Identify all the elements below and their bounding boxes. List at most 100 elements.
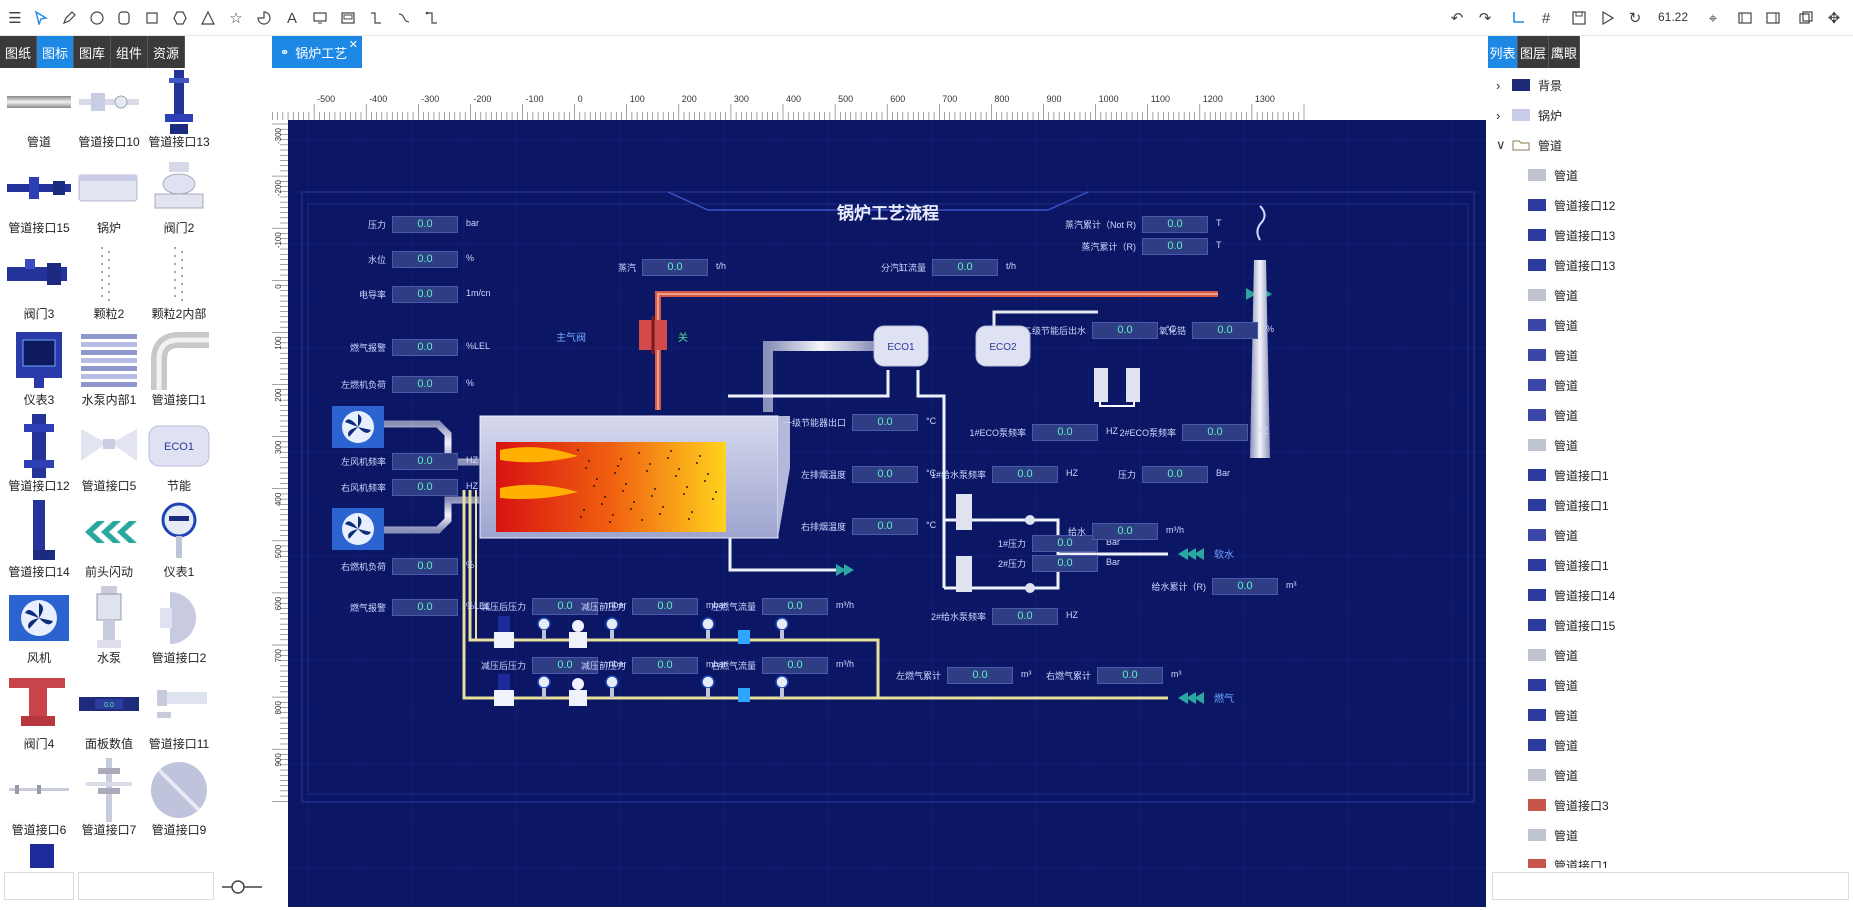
layer-item[interactable]: 管道接口14 bbox=[1528, 580, 1615, 610]
layer-item[interactable]: 管道接口13 bbox=[1528, 220, 1615, 250]
chevron-right-icon[interactable]: › bbox=[1496, 77, 1501, 93]
layer-item[interactable]: 管道 bbox=[1528, 820, 1578, 850]
tab-drawings[interactable]: 图纸 bbox=[0, 36, 37, 68]
search-input[interactable] bbox=[4, 872, 74, 900]
palette-item[interactable]: 管道接口6 bbox=[4, 756, 74, 842]
refresh-icon[interactable]: ↻ bbox=[1628, 10, 1642, 27]
palette-item[interactable]: 管道接口9 bbox=[144, 756, 214, 842]
image-tool-icon[interactable] bbox=[337, 7, 359, 29]
layer-item[interactable]: 管道 bbox=[1528, 280, 1578, 310]
palette-item[interactable]: 管道接口13 bbox=[144, 68, 214, 154]
size-slider[interactable] bbox=[220, 878, 264, 896]
palette-item[interactable]: 管道接口7 bbox=[74, 756, 144, 842]
play-icon[interactable] bbox=[1596, 7, 1618, 29]
rect-tool-icon[interactable] bbox=[141, 7, 163, 29]
tab-resources[interactable]: 资源 bbox=[148, 36, 185, 68]
layer-item[interactable]: 管道接口1 bbox=[1528, 550, 1609, 580]
palette-item[interactable]: 锅炉 bbox=[74, 154, 144, 240]
layer-item[interactable]: 管道 bbox=[1528, 310, 1578, 340]
layer-item[interactable]: 管道 bbox=[1528, 730, 1578, 760]
palette-item[interactable]: 水泵内部1 bbox=[74, 326, 144, 412]
layer-item[interactable]: 管道接口1 bbox=[1528, 460, 1609, 490]
layer-item[interactable]: 管道接口1 bbox=[1528, 490, 1609, 520]
filter-input[interactable] bbox=[78, 872, 214, 900]
palette-item[interactable]: 仪表3 bbox=[4, 326, 74, 412]
menu-icon[interactable]: ☰ bbox=[8, 10, 22, 27]
layer-item[interactable]: 管道接口12 bbox=[1528, 190, 1615, 220]
layer-item[interactable]: 管道 bbox=[1528, 340, 1578, 370]
palette-item[interactable]: 管道 bbox=[4, 68, 74, 154]
layer-item[interactable]: 管道 bbox=[1528, 520, 1578, 550]
palette-item[interactable]: 阀门3 bbox=[4, 240, 74, 326]
pen-tool-icon[interactable] bbox=[58, 7, 80, 29]
redo-icon[interactable]: ↷ bbox=[1478, 10, 1492, 27]
boiler[interactable] bbox=[479, 415, 790, 539]
palette-item[interactable]: 阀门2 bbox=[144, 154, 214, 240]
right-fan[interactable] bbox=[332, 508, 384, 550]
layer-item[interactable]: ›锅炉 bbox=[1496, 100, 1562, 130]
grid-icon[interactable]: # bbox=[1541, 9, 1551, 27]
layer-item[interactable]: 管道接口3 bbox=[1528, 790, 1609, 820]
doc-tab[interactable]: ⚭ 锅炉工艺 ✕ bbox=[272, 36, 362, 68]
undo-icon[interactable]: ↶ bbox=[1450, 10, 1464, 27]
palette-item[interactable]: 管道接口1 bbox=[144, 326, 214, 412]
tab-eagle-eye[interactable]: 鹰眼 bbox=[1549, 36, 1580, 68]
palette-item[interactable]: 管道接口5 bbox=[74, 412, 144, 498]
layer-item[interactable]: ›背景 bbox=[1496, 70, 1562, 100]
layer-item[interactable]: 管道 bbox=[1528, 400, 1578, 430]
tab-list[interactable]: 列表 bbox=[1488, 36, 1518, 68]
eco-pumps[interactable] bbox=[1094, 368, 1140, 407]
palette-item[interactable]: 0.0 面板数值 bbox=[74, 670, 144, 756]
layer-item[interactable]: 管道 bbox=[1528, 700, 1578, 730]
palette-item[interactable]: 颗粒2内部 bbox=[144, 240, 214, 326]
eco2[interactable]: ECO2 bbox=[975, 325, 1031, 367]
connect-mode-icon[interactable] bbox=[1507, 7, 1529, 29]
zoom-level[interactable]: 61.22 bbox=[1658, 10, 1689, 24]
palette-item[interactable]: 管道接口12 bbox=[4, 412, 74, 498]
tab-layers[interactable]: 图层 bbox=[1518, 36, 1549, 68]
palette-item[interactable]: 仪表1 bbox=[144, 498, 214, 584]
layer-item[interactable]: 管道 bbox=[1528, 430, 1578, 460]
chevron-down-icon[interactable]: ∨ bbox=[1496, 137, 1506, 152]
close-icon[interactable]: ✕ bbox=[348, 39, 358, 51]
layer-item[interactable]: 管道 bbox=[1528, 760, 1578, 790]
circle-tool-icon[interactable] bbox=[86, 7, 108, 29]
fullscreen-icon[interactable]: ✥ bbox=[1827, 10, 1841, 27]
palette-item[interactable]: 阀门4 bbox=[4, 670, 74, 756]
star-tool-icon[interactable]: ☆ bbox=[229, 10, 243, 27]
text-tool-icon[interactable]: A bbox=[286, 9, 297, 27]
center-target-icon[interactable]: ⌖ bbox=[1708, 9, 1718, 27]
tab-components[interactable]: 组件 bbox=[111, 36, 148, 68]
palette-item[interactable]: 颗粒2 bbox=[74, 240, 144, 326]
layer-item[interactable]: ∨管道 bbox=[1496, 130, 1562, 160]
eco1[interactable]: ECO1 bbox=[873, 325, 929, 367]
palette-item[interactable]: 管道接口11 bbox=[144, 670, 214, 756]
feed-pumps[interactable] bbox=[956, 494, 1035, 593]
pie-tool-icon[interactable] bbox=[253, 7, 275, 29]
layer-item[interactable]: 管道接口15 bbox=[1528, 610, 1615, 640]
palette-item[interactable]: 管道接口15 bbox=[4, 154, 74, 240]
left-panel-toggle-icon[interactable] bbox=[1734, 7, 1756, 29]
layer-search-input[interactable] bbox=[1492, 872, 1849, 900]
palette-item[interactable]: 管道接口2 bbox=[144, 584, 214, 670]
layer-item[interactable]: 管道 bbox=[1528, 640, 1578, 670]
hexagon-tool-icon[interactable] bbox=[169, 7, 191, 29]
curve-tool-icon[interactable] bbox=[393, 7, 415, 29]
palette-item[interactable]: 水泵 bbox=[74, 584, 144, 670]
select-pointer-icon[interactable] bbox=[30, 7, 52, 29]
tab-icons[interactable]: 图标 bbox=[37, 36, 74, 68]
layer-item[interactable]: 管道接口13 bbox=[1528, 250, 1615, 280]
chevron-right-icon[interactable]: › bbox=[1496, 107, 1501, 123]
palette-item[interactable]: 前头闪动 bbox=[74, 498, 144, 584]
palette-item[interactable]: 管道接口14 bbox=[4, 498, 74, 584]
scada-canvas[interactable]: 锅炉工艺流程 主气阀 关 bbox=[288, 120, 1486, 907]
tab-gallery[interactable]: 图库 bbox=[74, 36, 111, 68]
layer-item[interactable]: 管道接口1 bbox=[1528, 850, 1609, 868]
left-fan[interactable] bbox=[332, 406, 384, 448]
right-panel-toggle-icon[interactable] bbox=[1762, 7, 1784, 29]
layer-item[interactable]: 管道 bbox=[1528, 370, 1578, 400]
polyline-tool-icon[interactable] bbox=[421, 7, 443, 29]
line-tool-icon[interactable] bbox=[365, 7, 387, 29]
palette-item[interactable]: 管道接口10 bbox=[74, 68, 144, 154]
layer-item[interactable]: 管道 bbox=[1528, 160, 1578, 190]
